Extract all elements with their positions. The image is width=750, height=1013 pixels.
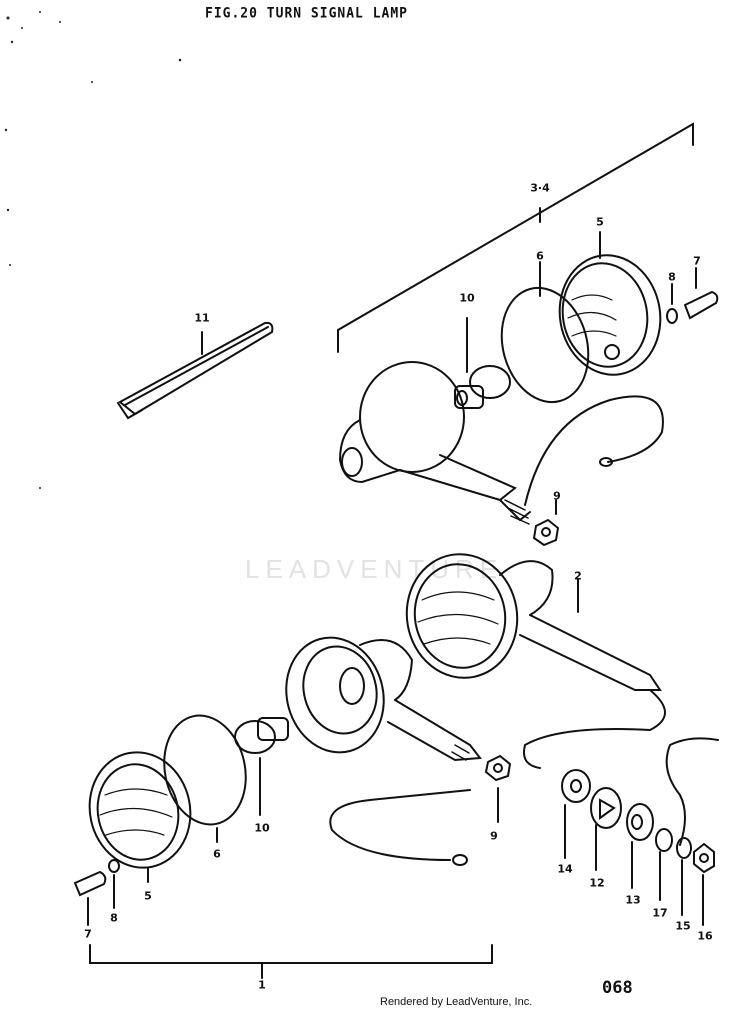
callout-6-top: 6 [536, 249, 544, 263]
middle-nut-9 [484, 754, 512, 823]
scan-speckles [4, 11, 182, 489]
middle-housing [285, 636, 482, 762]
part-12-grommet [590, 787, 622, 871]
lower-wire-terminal [452, 854, 468, 866]
bracket-3-4 [337, 122, 694, 353]
part-17-washer [655, 828, 673, 901]
part-13-washer [626, 803, 654, 889]
upper-gasket-6 [500, 261, 590, 404]
upper-wire [524, 395, 664, 506]
page-number: 068 [602, 978, 633, 998]
callout-9-bottom: 9 [490, 829, 498, 843]
callout-9-top: 9 [553, 489, 561, 503]
lower-bulb-10 [234, 717, 289, 816]
callout-5-bottom: 5 [144, 889, 152, 903]
callout-13: 13 [625, 893, 641, 907]
upper-housing [338, 361, 531, 525]
callout-3-4: 3·4 [530, 181, 550, 195]
callout-6-bottom: 6 [213, 847, 221, 861]
assembled-lamp-2 [405, 553, 662, 691]
part-11-strap [117, 321, 274, 420]
upper-screw-7 [683, 267, 719, 320]
callout-2: 2 [574, 569, 582, 583]
part-14-washer [561, 769, 591, 859]
upper-washer-8 [666, 283, 678, 324]
lower-washer-8 [108, 859, 120, 909]
callout-7-bottom: 7 [84, 927, 92, 941]
right-wire [665, 737, 719, 846]
render-credit: Rendered by LeadVenture, Inc. [380, 996, 533, 1008]
bracket-1 [89, 944, 493, 979]
figure-title: FIG.20 TURN SIGNAL LAMP [205, 5, 409, 22]
callout-10-bottom: 10 [254, 821, 270, 835]
callout-8-top: 8 [668, 270, 676, 284]
callout-5-top: 5 [596, 215, 604, 229]
lower-screw-7 [73, 870, 107, 926]
lower-lens-5 [88, 751, 192, 883]
lower-gasket-6 [163, 714, 247, 843]
callout-17: 17 [652, 906, 668, 920]
upper-lens-5 [558, 231, 662, 376]
callout-15: 15 [675, 919, 691, 933]
lamp-2-wire [523, 689, 666, 769]
watermark: LEADVENTURE [245, 554, 504, 584]
callout-10-top: 10 [459, 291, 475, 305]
callout-7-top: 7 [693, 254, 701, 268]
callout-14: 14 [557, 862, 573, 876]
upper-bulb-10 [454, 317, 511, 409]
part-15-lockwasher [676, 837, 692, 916]
callout-1: 1 [258, 978, 266, 992]
part-16-nut [693, 842, 715, 926]
upper-wire-terminal [599, 457, 613, 467]
callout-8-bottom: 8 [110, 911, 118, 925]
callout-11: 11 [194, 311, 210, 325]
callout-12: 12 [589, 876, 605, 890]
lower-wire [329, 789, 471, 861]
callout-16: 16 [697, 929, 713, 943]
upper-nut-9 [532, 499, 560, 547]
